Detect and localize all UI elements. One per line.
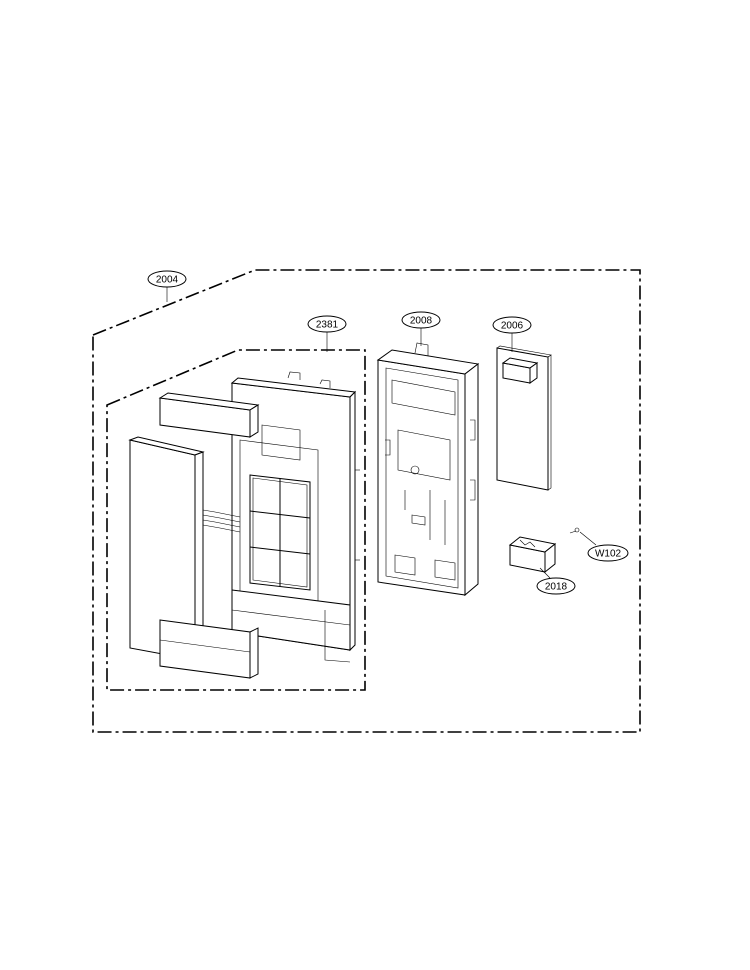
screw-w102	[569, 527, 580, 534]
callout-2008-label: 2008	[410, 316, 433, 327]
callout-2008: 2008	[401, 311, 441, 329]
callout-2004: 2004	[147, 270, 187, 288]
callout-2018-label: 2018	[545, 582, 568, 593]
callout-2006-label: 2006	[501, 321, 524, 332]
callout-2004-label: 2004	[156, 275, 179, 286]
callout-2006: 2006	[492, 316, 532, 334]
callout-2381-label: 2381	[316, 320, 339, 331]
leader-lines	[166, 287, 597, 579]
control-frame-2008	[376, 342, 480, 597]
callout-2018: 2018	[536, 577, 576, 595]
component-2018	[508, 536, 557, 574]
assembly-2381-boundary	[106, 349, 366, 691]
assembly-2004-boundary	[92, 269, 641, 733]
pcb-2006	[496, 345, 552, 491]
callout-w102: W102	[587, 544, 629, 562]
front-door-panel	[128, 436, 241, 661]
keypad	[249, 474, 311, 591]
callout-2381: 2381	[307, 315, 347, 333]
top-cover-piece	[158, 392, 260, 438]
control-panel-assembly	[230, 371, 360, 663]
bottom-cover-piece	[159, 619, 259, 679]
callout-w102-label: W102	[595, 549, 622, 560]
